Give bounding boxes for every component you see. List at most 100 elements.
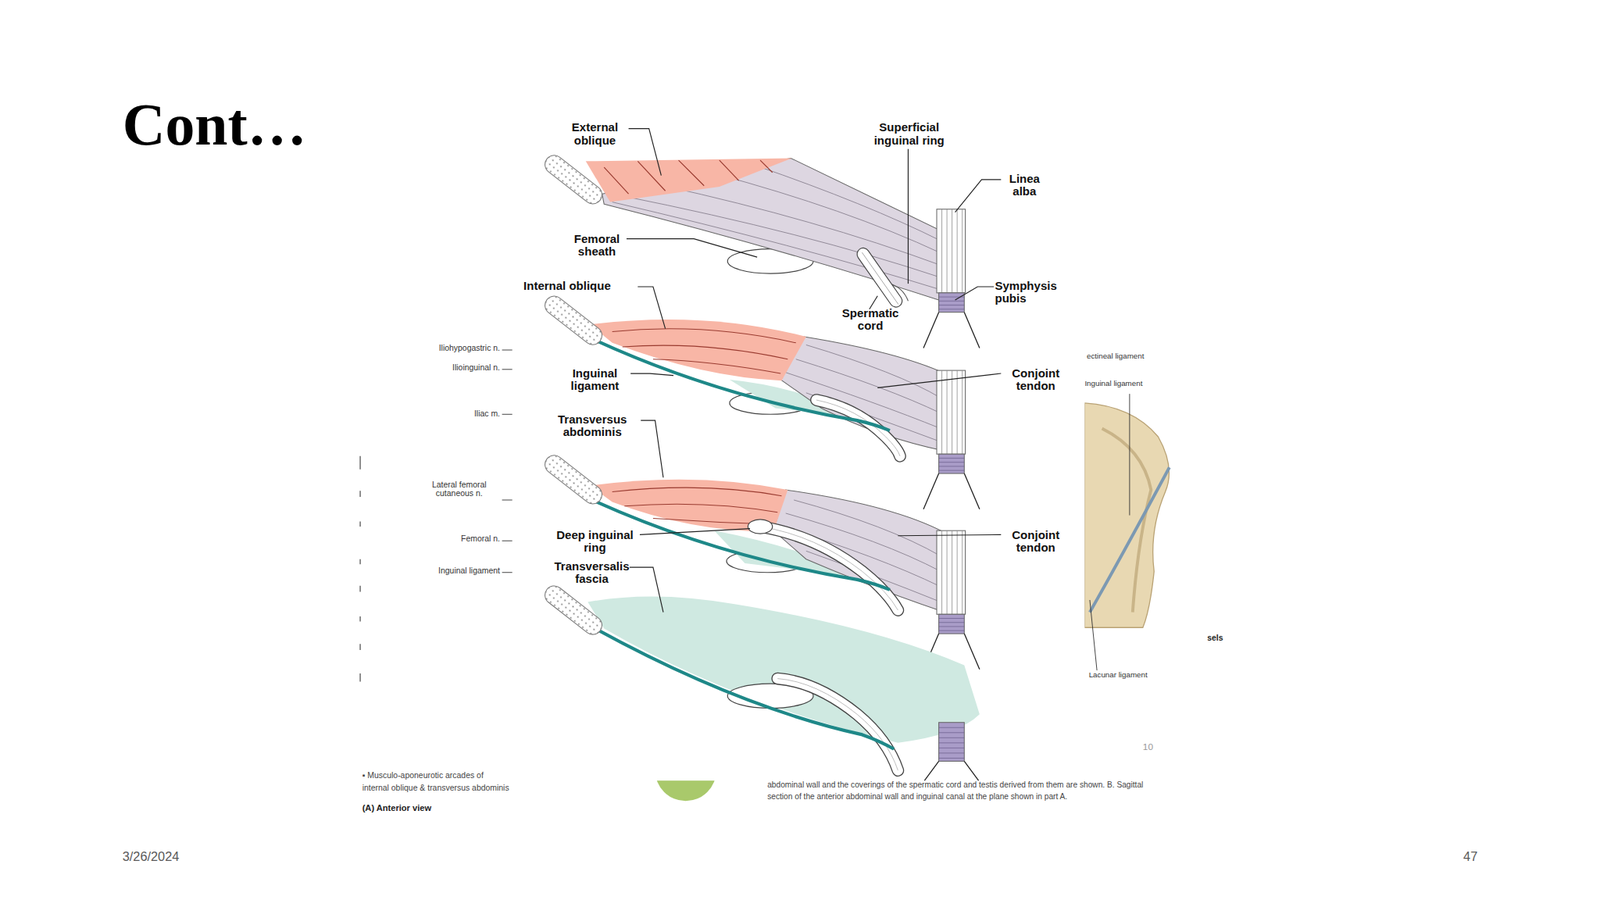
transversalis-layer: [939, 722, 965, 762]
transversus-layer: [760, 526, 898, 611]
leader-line: [640, 420, 664, 478]
transversus-layer: [780, 500, 941, 603]
edge-tick: [359, 456, 361, 470]
hip-bone: [1084, 403, 1169, 628]
edge-tick: [359, 616, 361, 622]
external-oblique-layer: [541, 151, 606, 208]
anatomy-label: Transversus abdominis: [543, 413, 641, 439]
external-oblique-layer: [854, 245, 905, 310]
leader-line: [1128, 393, 1130, 515]
internal-oblique-layer: [780, 336, 945, 451]
slide-title: Cont…: [122, 92, 308, 158]
edge-tick: [359, 490, 361, 497]
edge-tick: [359, 521, 361, 527]
anatomy-label: Spermatic cord: [835, 307, 906, 333]
anatomy-label: Conjoint tendon: [1002, 528, 1070, 554]
internal-oblique-layer: [589, 319, 807, 381]
leader-line: [955, 286, 995, 300]
slide-date: 3/26/2024: [122, 850, 180, 865]
internal-oblique-layer: [587, 336, 890, 431]
hip-bone: [1084, 403, 1169, 628]
figure-note: ▪ Musculo-aponeurotic arcades of: [362, 771, 484, 780]
leader-line: [502, 540, 513, 542]
leader-line: [1089, 600, 1097, 671]
transversalis-layer: [587, 624, 894, 749]
internal-oblique-layer: [923, 370, 980, 510]
anatomy-label: Inguinal ligament: [559, 367, 631, 393]
figure-number: 10: [1142, 742, 1154, 753]
leader-line: [502, 368, 513, 370]
internal-oblique-layer: [785, 344, 942, 442]
edge-tick: [359, 585, 361, 593]
background-label: sels: [1207, 633, 1223, 643]
external-oblique-layer: [861, 252, 898, 304]
transversalis-layer: [939, 727, 965, 758]
leader-line: [637, 286, 665, 329]
transversalis-layer: [777, 678, 898, 772]
transversus-layer: [541, 451, 606, 508]
background-label: Iliac m.: [387, 409, 500, 418]
transversus-layer: [760, 526, 898, 611]
leader-line: [897, 534, 1001, 536]
figure-note: (A) Anterior view: [362, 803, 432, 813]
transversalis-layer: [777, 678, 898, 772]
background-label: Iliohypogastric n.: [387, 343, 500, 353]
external-oblique-layer: [854, 245, 905, 310]
background-label: ectineal ligament: [1086, 352, 1144, 361]
external-oblique-layer: [603, 160, 773, 194]
anatomy-label: External oblique: [559, 121, 631, 147]
anatomy-label: Femoral sheath: [565, 232, 629, 258]
leader-line: [502, 571, 513, 573]
leader-line: [502, 350, 513, 351]
transversus-layer: [747, 519, 772, 534]
leader-line: [502, 414, 513, 415]
edge-tick: [359, 456, 361, 683]
anatomy-label: Symphysis pubis: [994, 279, 1076, 305]
transversus-layer: [587, 497, 890, 590]
anatomy-label: Deep inguinal ring: [550, 528, 639, 554]
anatomy-label: Superficial inguinal ring: [863, 121, 956, 147]
internal-oblique-layer: [541, 292, 980, 509]
background-label: Lateral femoral cutaneous n.: [413, 480, 506, 499]
transversalis-layer: [777, 678, 898, 772]
transversus-layer: [773, 489, 945, 613]
background-label: Inguinal ligament: [387, 566, 500, 575]
leader-line: [877, 373, 1001, 388]
figure-panel: [515, 117, 1086, 781]
leader-line: [639, 528, 750, 536]
background-label: Inguinal ligament: [1084, 379, 1143, 389]
external-oblique-layer: [541, 151, 980, 348]
transversus-layer: [760, 526, 898, 611]
anatomy-label: Conjoint tendon: [1002, 367, 1070, 393]
edge-tick: [359, 643, 361, 650]
leader-line: [626, 128, 1001, 613]
leader-line: [628, 128, 662, 176]
background-label: Lacunar ligament: [1089, 671, 1148, 680]
page-number: 47: [1407, 850, 1478, 865]
external-oblique-layer: [585, 157, 793, 202]
edge-tick: [359, 559, 361, 565]
leader-line: [629, 567, 664, 612]
figure-note: internal oblique & transversus abdominis: [362, 783, 510, 793]
figure-caption: abdominal wall and the coverings of the …: [767, 778, 1147, 804]
transversalis-layer: [541, 582, 980, 781]
internal-oblique-layer: [612, 328, 797, 374]
leader-line: [630, 373, 674, 376]
leader-line: [502, 500, 513, 501]
transversalis-layer: [587, 596, 980, 743]
transversalis-layer: [541, 582, 606, 639]
leader-line: [907, 149, 909, 284]
transversus-layer: [923, 530, 980, 670]
leader-line: [626, 239, 758, 258]
hip-bone: [1102, 428, 1152, 613]
external-oblique-layer: [923, 209, 980, 349]
anatomy-label: Linea alba: [1002, 172, 1047, 198]
background-label: Femoral n.: [387, 534, 500, 543]
anatomy-label: Transversalis fascia: [540, 560, 643, 586]
edge-tick: [359, 673, 361, 682]
internal-oblique-layer: [541, 292, 606, 349]
background-label: Ilioinguinal n.: [387, 363, 500, 372]
anatomy-label: Internal oblique: [523, 279, 611, 293]
transversalis-layer: [924, 760, 979, 781]
